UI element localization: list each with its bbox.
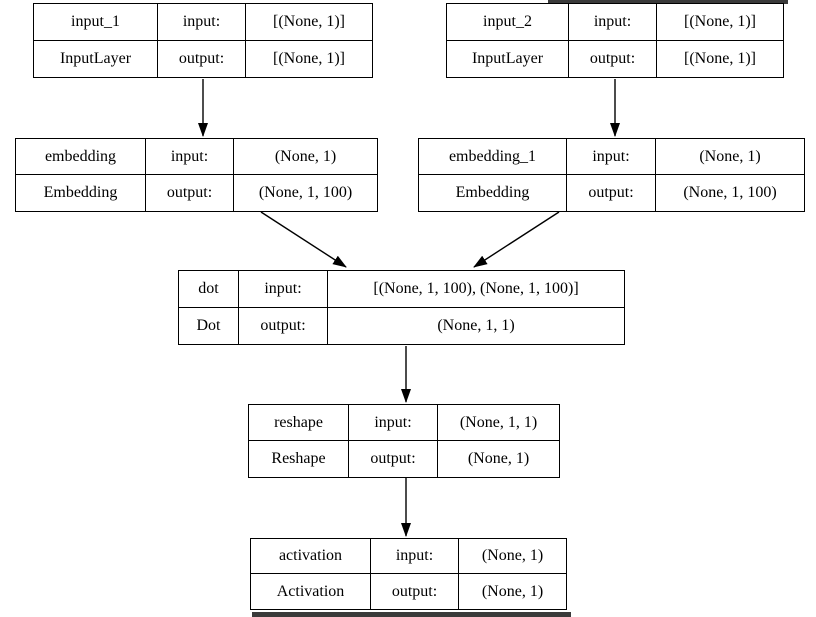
layer-type: Dot — [179, 307, 239, 344]
layer-name: reshape — [249, 405, 349, 441]
cropped-element-top — [548, 0, 788, 4]
node-activation: activation input: (None, 1) Activation o… — [250, 538, 567, 610]
input-label: input: — [146, 139, 234, 175]
output-label: output: — [146, 175, 234, 211]
node-reshape: reshape input: (None, 1, 1) Reshape outp… — [248, 404, 560, 478]
input-shape: (None, 1) — [459, 539, 566, 574]
output-label: output: — [349, 441, 438, 477]
input-label: input: — [239, 271, 328, 308]
layer-type: InputLayer — [34, 40, 158, 77]
input-label: input: — [158, 4, 246, 41]
node-dot: dot input: [(None, 1, 100), (None, 1, 10… — [178, 270, 625, 345]
layer-name: input_2 — [447, 4, 569, 41]
layer-name: embedding_1 — [419, 139, 567, 175]
input-shape: (None, 1, 1) — [438, 405, 559, 441]
layer-name: input_1 — [34, 4, 158, 41]
output-shape: (None, 1, 100) — [258, 184, 353, 201]
edge-embedding-1-to-dot — [473, 211, 560, 268]
input-label: input: — [349, 405, 438, 441]
cropped-element-bottom — [252, 612, 571, 617]
node-input-1: input_1 input: [(None, 1)] InputLayer ou… — [33, 3, 373, 78]
output-shape: (None, 1) — [481, 582, 544, 600]
input-label: input: — [371, 539, 459, 574]
input-shape: (None, 1) — [656, 139, 804, 175]
layer-name: embedding — [16, 139, 146, 175]
layer-type: Embedding — [419, 175, 567, 211]
layer-type: Activation — [251, 574, 371, 609]
output-shape: (None, 1) — [467, 450, 530, 467]
input-label: input: — [569, 4, 657, 41]
output-shape: (None, 1, 100) — [683, 184, 777, 201]
node-embedding-1: embedding_1 input: (None, 1) Embedding o… — [418, 138, 805, 212]
output-shape: (None, 1, 1) — [437, 316, 515, 334]
layer-type: InputLayer — [447, 40, 569, 77]
input-label: input: — [567, 139, 656, 175]
output-label: output: — [567, 175, 656, 211]
output-label: output: — [158, 40, 246, 77]
input-shape: [(None, 1)] — [657, 4, 783, 41]
edge-embedding-to-dot — [260, 211, 347, 268]
layer-type: Embedding — [16, 175, 146, 211]
layer-name: activation — [251, 539, 371, 574]
output-shape: [(None, 1)] — [273, 49, 345, 67]
output-label: output: — [371, 574, 459, 609]
output-label: output: — [569, 40, 657, 77]
input-shape: [(None, 1)] — [246, 4, 372, 41]
node-embedding: embedding input: (None, 1) Embedding out… — [15, 138, 378, 212]
input-shape: (None, 1) — [234, 139, 377, 175]
output-label: output: — [239, 307, 328, 344]
input-shape: [(None, 1, 100), (None, 1, 100)] — [328, 271, 624, 308]
node-input-2: input_2 input: [(None, 1)] InputLayer ou… — [446, 3, 784, 78]
layer-name: dot — [179, 271, 239, 308]
output-shape: [(None, 1)] — [684, 49, 756, 67]
layer-type: Reshape — [249, 441, 349, 477]
